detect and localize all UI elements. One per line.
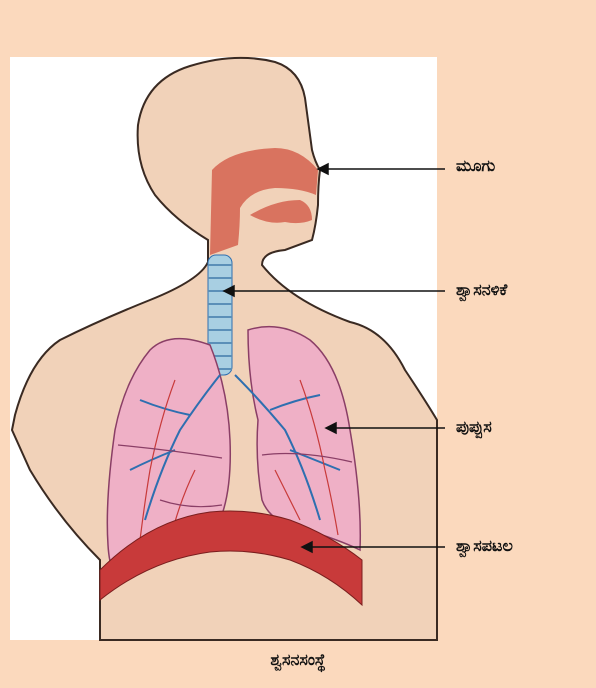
diagram-caption: ಶ್ವಸನಸಂಸ್ಥೆ	[0, 650, 596, 670]
label-lungs: ಪುಪ್ಪುಸ	[456, 417, 492, 437]
label-diaphragm: ಶ್ವಾಸಪಟಲ	[456, 536, 513, 556]
label-trachea: ಶ್ವಾಸನಳಿಕೆ	[456, 280, 507, 300]
label-nose: ಮೂಗು	[456, 156, 495, 176]
